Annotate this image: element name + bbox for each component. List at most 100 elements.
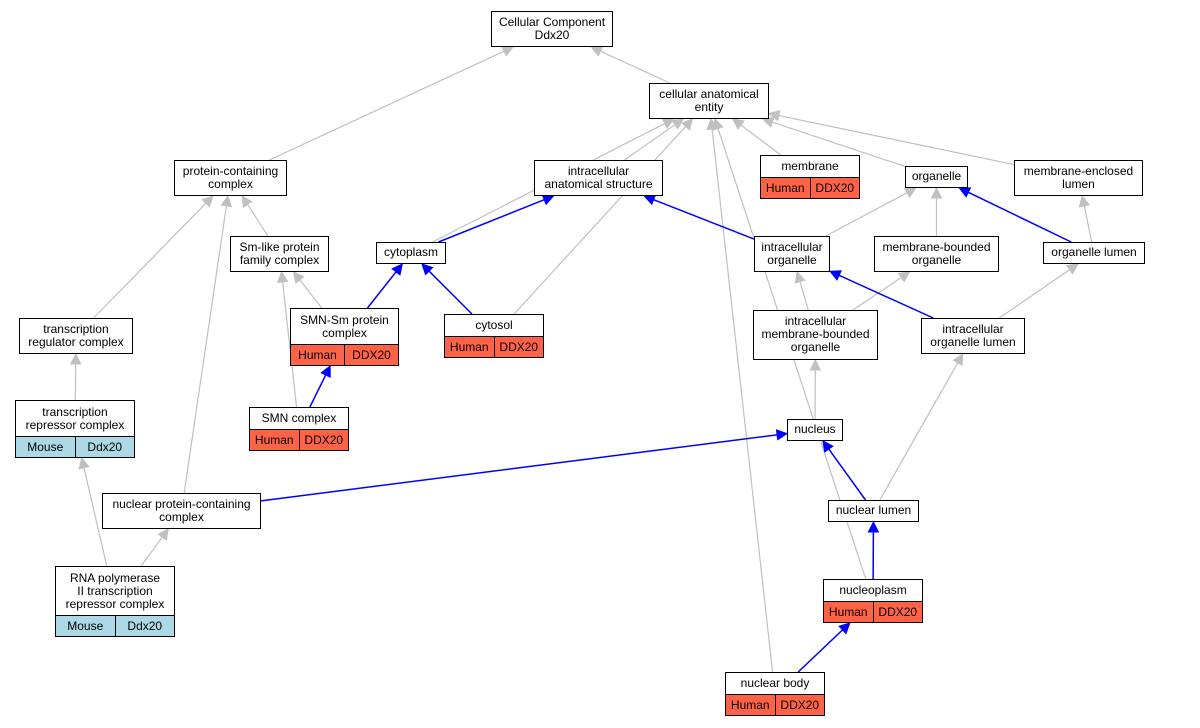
- arrowhead-ias-to-cae: [671, 118, 685, 130]
- node-transcription-repressor-complex[interactable]: transcription repressor complex Mouse Dd…: [15, 400, 135, 458]
- edge-io-to-ias: [653, 198, 755, 240]
- edge-imbo-to-mbo: [852, 277, 902, 311]
- edge-cytosol-to-cae: [513, 125, 687, 315]
- species-gene-row: Human DDX20: [291, 344, 398, 365]
- arrowhead-nlumen-to-nucleus: [822, 440, 834, 453]
- node-label: intracellular anatomical structure: [544, 163, 653, 191]
- edge-pcc-to-root: [269, 50, 505, 161]
- node-nucleus[interactable]: nucleus: [787, 419, 843, 441]
- arrowhead-nlumen-to-iol: [952, 353, 964, 366]
- arrowhead-iol-to-ol: [1066, 263, 1079, 275]
- node-intracellular-membrane-bounded-organelle[interactable]: intracellular membrane-bounded organelle: [753, 310, 878, 360]
- node-label: intracellular membrane-bounded organelle: [761, 314, 870, 354]
- arrowhead-rnap-to-npcc: [157, 528, 169, 541]
- arrowhead-mel-to-cae: [767, 109, 781, 122]
- edge-nlumen-to-iol: [879, 362, 959, 501]
- gene-cell: DDX20: [298, 430, 348, 450]
- arrowhead-cae-to-root: [590, 46, 604, 57]
- node-membrane-enclosed-lumen[interactable]: membrane-enclosed lumen: [1014, 160, 1143, 196]
- species-cell: Mouse: [16, 437, 75, 457]
- node-label: nucleus: [794, 422, 836, 436]
- edge-nlumen-to-nucleus: [828, 448, 867, 501]
- edge-rnap-to-npcc: [140, 536, 163, 567]
- edge-cae-to-root: [600, 50, 671, 84]
- node-label: protein-containing complex: [182, 163, 279, 191]
- edge-nbody-to-cae: [711, 128, 774, 673]
- node-label: membrane-bounded organelle: [882, 239, 991, 267]
- node-smn-complex[interactable]: SMN complex Human DDX20: [249, 407, 349, 451]
- node-label: RNA polymerase II transcription represso…: [65, 570, 165, 611]
- arrowhead-trc-to-pcc: [201, 195, 214, 208]
- edge-cytosol-to-cytoplasm: [428, 270, 473, 315]
- species-gene-row: Human DDX20: [761, 177, 859, 198]
- node-membrane-bounded-organelle[interactable]: membrane-bounded organelle: [874, 236, 999, 272]
- arrowhead-cytosol-to-cae: [681, 118, 694, 131]
- node-label: transcription repressor complex: [25, 404, 125, 432]
- node-intracellular-anatomical-structure[interactable]: intracellular anatomical structure: [534, 160, 663, 196]
- node-label: cellular anatomical entity: [659, 86, 759, 114]
- node-smn-sm-protein-complex[interactable]: SMN-Sm protein complex Human DDX20: [290, 308, 399, 366]
- node-protein-containing-complex[interactable]: protein-containing complex: [174, 160, 287, 196]
- gene-cell: DDX20: [872, 602, 922, 622]
- node-nuclear-body[interactable]: nuclear body Human DDX20: [725, 672, 825, 716]
- arrowhead-npcc-to-pcc: [220, 194, 233, 208]
- node-rna-polymerase-ii-transcription-repressor-complex[interactable]: RNA polymerase II transcription represso…: [55, 566, 175, 637]
- node-label: nucleoplasm: [839, 583, 907, 597]
- arrowhead-mbo-to-organelle: [930, 186, 943, 199]
- node-label: nuclear body: [740, 676, 810, 690]
- gene-cell: DDX20: [809, 178, 859, 198]
- species-gene-row: Human DDX20: [824, 601, 922, 622]
- arrowhead-smlike-to-pcc: [241, 195, 253, 208]
- node-label: cytosol: [475, 318, 513, 332]
- species-cell: Human: [250, 430, 299, 450]
- arrowhead-smnsm-to-cytoplasm: [391, 263, 403, 276]
- node-intracellular-organelle[interactable]: intracellular organelle: [754, 236, 830, 272]
- species-cell: Human: [726, 695, 775, 715]
- species-cell: Human: [445, 337, 494, 357]
- edge-npcc-to-pcc: [183, 205, 227, 494]
- node-organelle[interactable]: organelle: [905, 166, 968, 188]
- arrowhead-ol-to-mel: [1078, 194, 1091, 208]
- node-cellular-anatomical-entity[interactable]: cellular anatomical entity: [649, 83, 769, 119]
- node-cellular-component-root[interactable]: Cellular Component Ddx20: [491, 11, 613, 47]
- species-gene-row: Human DDX20: [445, 336, 543, 357]
- arrowhead-iol-to-io: [828, 270, 842, 281]
- node-cytosol[interactable]: cytosol Human DDX20: [444, 314, 544, 358]
- node-label: intracellular organelle lumen: [930, 321, 1016, 349]
- node-sm-like-protein-family-complex[interactable]: Sm-like protein family complex: [230, 236, 329, 272]
- node-nucleoplasm[interactable]: nucleoplasm Human DDX20: [823, 579, 923, 623]
- arrowhead-npcc-to-nucleus: [775, 429, 789, 441]
- arrowhead-cytoplasm-to-cae: [661, 118, 675, 129]
- arrowhead-nbody-to-cae: [706, 117, 718, 131]
- edge-smn-to-smlike: [282, 281, 298, 408]
- species-gene-row: Human DDX20: [250, 429, 348, 450]
- arrowhead-trepc-to-trc: [69, 352, 82, 365]
- edge-rnap-to-trepc: [83, 467, 108, 567]
- arrowhead-smn-to-smnsm: [320, 364, 331, 378]
- node-intracellular-organelle-lumen[interactable]: intracellular organelle lumen: [921, 318, 1025, 354]
- node-transcription-regulator-complex[interactable]: transcription regulator complex: [19, 318, 133, 354]
- arrowhead-ol-to-organelle: [958, 187, 972, 198]
- node-membrane[interactable]: membrane Human DDX20: [760, 155, 860, 199]
- node-organelle-lumen[interactable]: organelle lumen: [1043, 242, 1145, 264]
- node-label: organelle lumen: [1051, 245, 1137, 259]
- node-nuclear-lumen[interactable]: nuclear lumen: [828, 500, 919, 522]
- edge-npcc-to-nucleus: [260, 434, 778, 502]
- node-label: Sm-like protein family complex: [239, 239, 320, 267]
- gene-cell: DDX20: [344, 345, 398, 365]
- node-nuclear-protein-containing-complex[interactable]: nuclear protein-containing complex: [102, 493, 261, 529]
- node-label: membrane: [781, 159, 839, 173]
- gene-cell: Ddx20: [74, 437, 134, 457]
- edge-ol-to-mel: [1083, 205, 1093, 243]
- edge-iol-to-io: [838, 274, 934, 319]
- edge-membrane-to-cae: [740, 124, 782, 156]
- node-cytoplasm[interactable]: cytoplasm: [376, 242, 446, 264]
- gene-cell: Ddx20: [114, 616, 174, 636]
- edge-nbody-to-nucleoplasm: [797, 629, 844, 673]
- edge-smlike-to-pcc: [247, 204, 269, 237]
- edge-ias-to-cae: [623, 124, 676, 161]
- edge-iol-to-ol: [998, 269, 1071, 319]
- species-cell: Human: [761, 178, 810, 198]
- arrowhead-io-to-ias: [643, 194, 657, 206]
